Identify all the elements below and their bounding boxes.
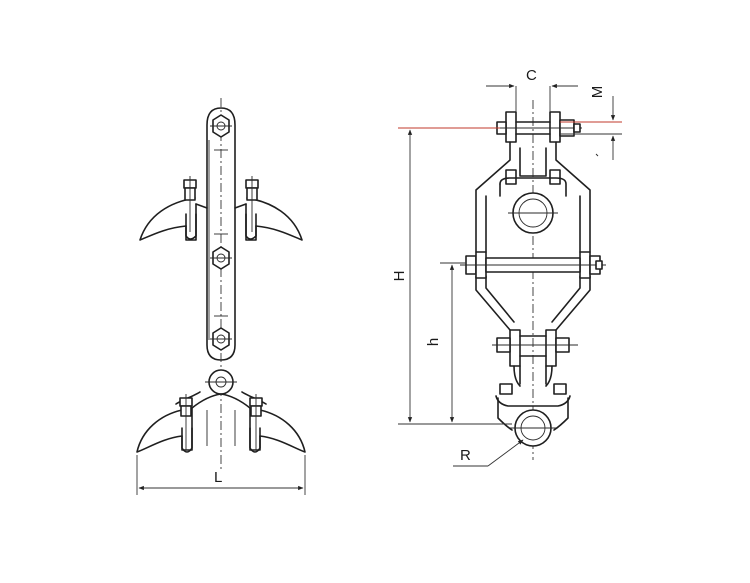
yoke-plate xyxy=(206,107,236,361)
dimension-L: L xyxy=(136,455,306,495)
label-M: M xyxy=(589,86,606,99)
lower-saddle xyxy=(495,383,571,447)
dimension-H: H xyxy=(391,127,512,425)
upper-saddle xyxy=(499,147,567,234)
upper-clamp xyxy=(139,176,303,241)
dimension-R: R xyxy=(453,439,524,467)
label-h: h xyxy=(425,338,442,346)
dimension-h: h xyxy=(425,262,466,423)
plate-ticks xyxy=(214,149,228,317)
dimension-M: M xyxy=(560,86,622,160)
pivot xyxy=(205,369,237,395)
label-L: L xyxy=(214,469,222,486)
bolt-lower xyxy=(210,327,232,351)
label-C: C xyxy=(526,67,537,84)
center-pin xyxy=(460,251,606,279)
top-clevis xyxy=(494,111,582,143)
bolt-middle xyxy=(210,246,232,270)
label-R: R xyxy=(460,447,471,464)
bolt-top xyxy=(210,114,232,138)
dimension-C: C xyxy=(486,67,578,112)
side-view: C M H h R xyxy=(391,67,622,467)
lower-clevis xyxy=(492,329,578,387)
side-frame xyxy=(475,141,591,331)
front-view: L xyxy=(136,98,306,495)
lower-clamp xyxy=(136,391,306,453)
label-H: H xyxy=(391,271,408,282)
